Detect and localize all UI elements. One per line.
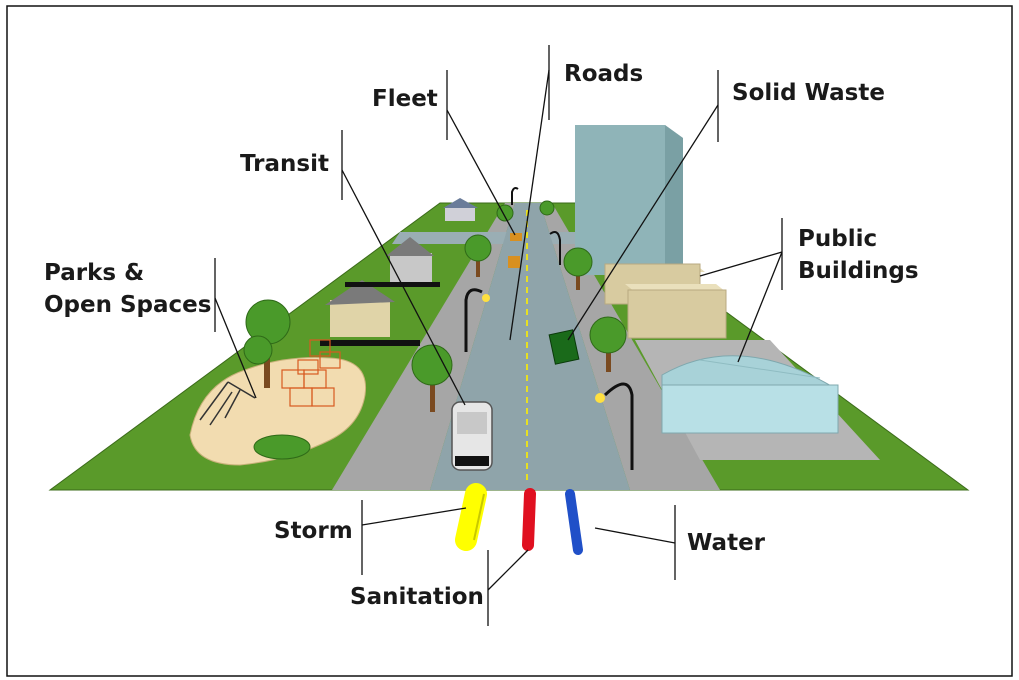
jungle-gym: [281, 339, 341, 407]
street-lamp-far: [511, 187, 561, 265]
label-parks-line2: Open Spaces: [44, 292, 212, 318]
hangar-body: [661, 384, 839, 434]
fleet-vehicle: [508, 233, 522, 268]
tree-right-near: [589, 316, 627, 372]
public-building-front: [627, 289, 727, 339]
transit-bus: [451, 401, 493, 471]
label-fleet: Fleet: [372, 86, 438, 112]
lamp-light-right: [595, 393, 605, 403]
label-parks-line1: Parks &: [44, 260, 145, 286]
label-water: Water: [687, 530, 766, 556]
house-far: [443, 198, 478, 221]
tree-left-near: [411, 344, 453, 412]
label-sanitation: Sanitation: [350, 584, 484, 610]
tree-right-far: [539, 200, 555, 216]
garbage-truck: [548, 329, 580, 365]
lamp-light-left: [482, 294, 490, 302]
swing-set: [199, 381, 256, 426]
house-near: [325, 280, 395, 337]
tower-side: [665, 125, 683, 275]
tree-park-bush: [253, 434, 311, 460]
fence-2: [320, 340, 420, 346]
house-middle: [386, 237, 434, 283]
label-roads: Roads: [564, 61, 644, 87]
label-storm: Storm: [274, 518, 353, 544]
callout-lines: [214, 45, 783, 626]
tree-left-mid: [464, 234, 492, 277]
cross-street: [392, 232, 592, 244]
sanitation-pipe: [522, 488, 536, 551]
tower-front: [575, 125, 665, 275]
fence-1: [345, 282, 440, 287]
label-public-buildings-line2: Buildings: [798, 258, 919, 284]
street-lamp-right: [603, 382, 634, 470]
water-pipe: [565, 489, 583, 555]
label-solid-waste: Solid Waste: [732, 80, 885, 106]
street-lamp-left: [464, 288, 483, 352]
tree-right-mid: [563, 247, 593, 290]
storm-pipe: [455, 483, 487, 551]
label-public-buildings-line1: Public: [798, 226, 878, 252]
tree-park-2: [243, 335, 273, 365]
hangar-ridge: [699, 359, 821, 379]
label-transit: Transit: [240, 151, 329, 177]
